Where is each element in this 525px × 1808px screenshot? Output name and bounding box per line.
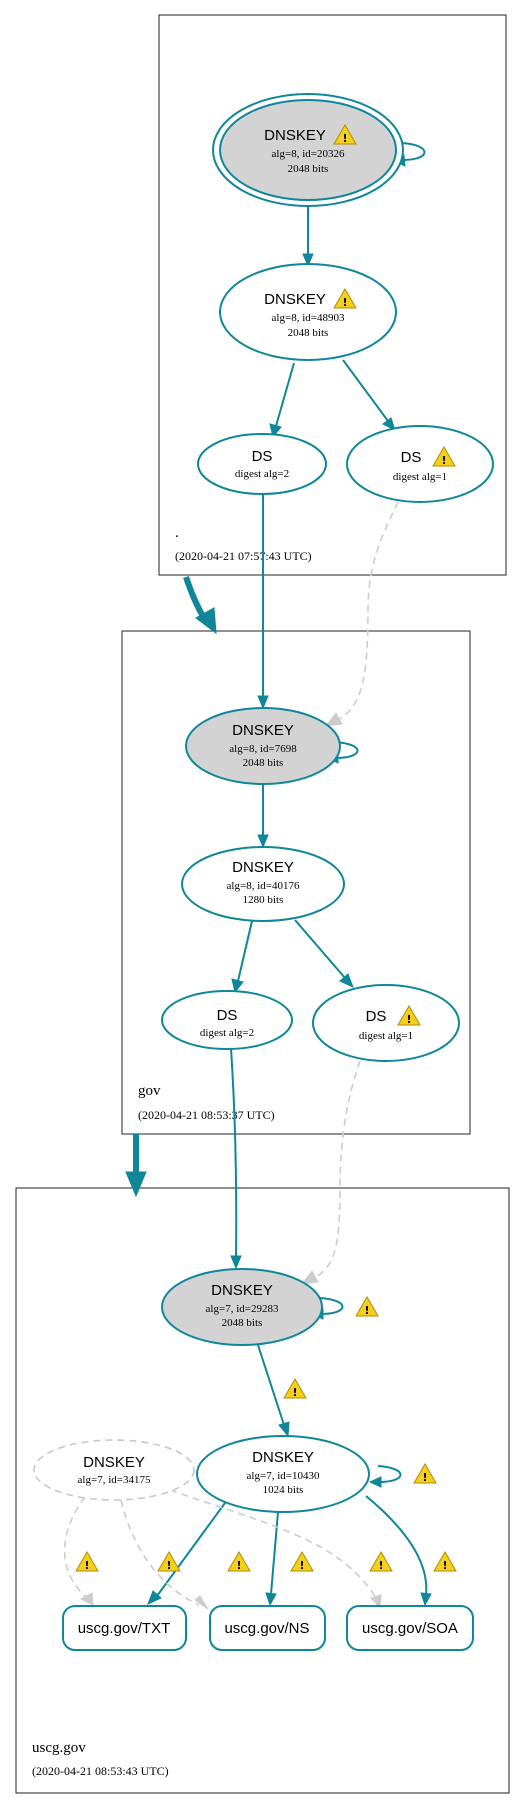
node-title: DNSKEY <box>83 1454 145 1471</box>
edge-uscg-ksk-zsk <box>257 1344 285 1426</box>
edge-root-zsk-ds2 <box>275 362 295 427</box>
node-title: DNSKEY <box>264 127 326 144</box>
delegation-root-to-gov <box>183 576 217 635</box>
edge-zsk-soa <box>365 1495 428 1596</box>
node-detail: digest alg=2 <box>200 1027 254 1039</box>
node-size: 2048 bits <box>222 1317 263 1329</box>
edge-root-ds1-gov-ksk <box>339 501 399 720</box>
dnskey-root-ksk[interactable]: DNSKEY alg=8, id=20326 2048 bits <box>212 93 404 207</box>
warning-icon <box>157 1551 181 1573</box>
node-title: DNSKEY <box>264 291 326 308</box>
edge-zsk-txt <box>156 1491 234 1597</box>
node-title: DS <box>252 448 273 465</box>
edge-gov-zsk-ds2 <box>237 920 253 982</box>
warning-icon <box>227 1551 251 1573</box>
ds-gov-digest1[interactable]: DS digest alg=1 <box>312 984 460 1062</box>
zone-uscg-timestamp: (2020-04-21 08:53:43 UTC) <box>32 1764 169 1778</box>
edge-ghost-soa <box>169 1489 377 1599</box>
node-detail: alg=8, id=40176 <box>227 880 300 892</box>
edge-root-zsk-ds1 <box>342 359 389 422</box>
dnskey-gov-ksk[interactable]: DNSKEY alg=8, id=7698 2048 bits <box>185 707 341 785</box>
zone-gov-box <box>121 630 471 1135</box>
edge-gov-ds2-uscg-ksk <box>230 1047 238 1258</box>
node-size: 2048 bits <box>288 327 329 339</box>
dnskey-root-zsk[interactable]: DNSKEY alg=8, id=48903 2048 bits <box>219 263 397 361</box>
warning-icon <box>413 1463 437 1485</box>
node-title: DNSKEY <box>211 1282 273 1299</box>
record-label: uscg.gov/TXT <box>78 1620 171 1637</box>
zone-uscg-name: uscg.gov <box>32 1740 86 1756</box>
record-label: uscg.gov/NS <box>224 1620 309 1637</box>
node-title: DS <box>401 449 422 466</box>
loop-uscg-ksk <box>319 1297 344 1315</box>
ds-gov-digest2[interactable]: DS digest alg=2 <box>161 990 293 1050</box>
zone-uscg-box <box>15 1187 510 1794</box>
zone-gov: gov (2020-04-21 08:53:37 UTC) <box>121 630 471 1135</box>
edge-gov-zsk-ds1 <box>294 919 346 979</box>
node-title: DNSKEY <box>232 859 294 876</box>
node-size: 1280 bits <box>243 894 284 906</box>
delegation-gov-to-uscg <box>125 1134 147 1198</box>
dnskey-uscg-zsk[interactable]: DNSKEY alg=7, id=10430 1024 bits <box>196 1435 370 1513</box>
edge-ghost-ns <box>120 1499 200 1606</box>
record-ns[interactable]: uscg.gov/NS <box>209 1605 326 1651</box>
node-detail: alg=8, id=48903 <box>272 312 345 324</box>
node-title: DS <box>366 1008 387 1025</box>
edge-gov-ds1-uscg-ksk <box>315 1060 361 1278</box>
node-detail: digest alg=1 <box>359 1030 413 1042</box>
node-size: 2048 bits <box>243 757 284 769</box>
ds-root-digest1[interactable]: DS digest alg=1 <box>346 425 494 503</box>
loop-root-ksk <box>401 142 426 161</box>
record-label: uscg.gov/SOA <box>362 1620 458 1637</box>
zone-gov-name: gov <box>138 1083 161 1099</box>
zone-root-timestamp: (2020-04-21 07:57:43 UTC) <box>175 549 312 563</box>
zone-gov-timestamp: (2020-04-21 08:53:37 UTC) <box>138 1108 275 1122</box>
zone-root-name: . <box>175 525 179 541</box>
warning-icon <box>355 1296 379 1318</box>
node-detail: alg=7, id=29283 <box>206 1303 279 1315</box>
warning-icon <box>290 1551 314 1573</box>
dnskey-uscg-ksk[interactable]: DNSKEY alg=7, id=29283 2048 bits <box>161 1268 323 1346</box>
loop-gov-ksk <box>334 741 359 759</box>
node-detail: digest alg=1 <box>393 471 447 483</box>
node-detail: alg=7, id=34175 <box>78 1474 151 1486</box>
warning-icon <box>75 1551 99 1573</box>
node-detail: alg=8, id=20326 <box>272 148 345 160</box>
edge-ghost-txt <box>63 1496 88 1599</box>
node-detail: alg=7, id=10430 <box>247 1470 320 1482</box>
node-title: DS <box>217 1007 238 1024</box>
ds-root-digest2[interactable]: DS digest alg=2 <box>197 433 327 495</box>
loop-uscg-zsk <box>377 1465 402 1483</box>
node-detail: alg=8, id=7698 <box>229 743 297 755</box>
node-detail: digest alg=2 <box>235 468 289 480</box>
node-size: 2048 bits <box>288 163 329 175</box>
warning-icon <box>283 1378 307 1400</box>
edge-zsk-ns <box>270 1511 279 1595</box>
dnskey-uscg-ghost[interactable]: DNSKEY alg=7, id=34175 <box>33 1439 195 1501</box>
node-size: 1024 bits <box>263 1484 304 1496</box>
warning-icon <box>369 1551 393 1573</box>
zone-root: . (2020-04-21 07:57:43 UTC) <box>158 14 507 576</box>
node-title: DNSKEY <box>252 1449 314 1466</box>
node-title: DNSKEY <box>232 722 294 739</box>
zone-root-box <box>158 14 507 576</box>
record-soa[interactable]: uscg.gov/SOA <box>346 1605 474 1651</box>
dnskey-gov-zsk[interactable]: DNSKEY alg=8, id=40176 1280 bits <box>181 846 345 922</box>
zone-uscg: uscg.gov (2020-04-21 08:53:43 UTC) <box>15 1187 510 1794</box>
record-txt[interactable]: uscg.gov/TXT <box>62 1605 187 1651</box>
warning-icon <box>433 1551 457 1573</box>
edges <box>63 142 432 1610</box>
